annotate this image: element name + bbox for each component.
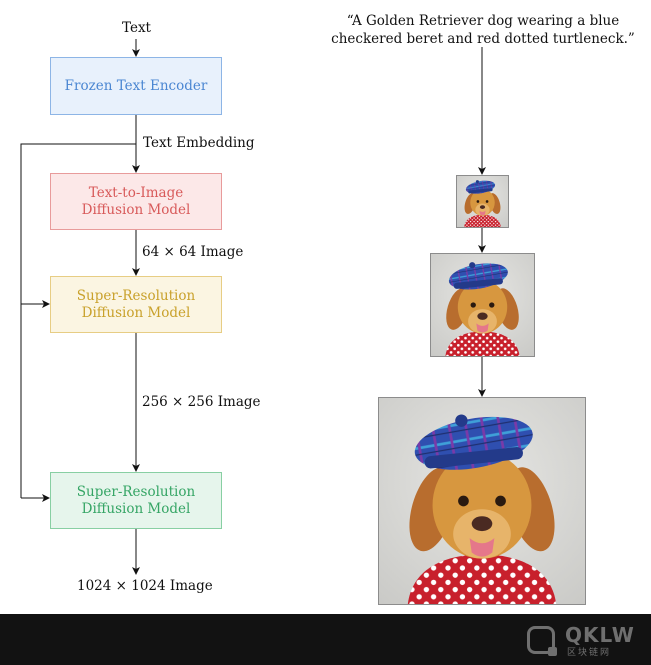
dog-illustration [379,398,585,604]
input-text-label: Text [122,20,151,36]
super-resolution-model-1-box: Super-Resolution Diffusion Model [50,276,222,333]
sr2-label-line2: Diffusion Model [81,500,191,517]
output-64-label: 64 × 64 Image [142,244,244,260]
footer-bar: QKLW 区块链网 [0,614,651,665]
connector-arrows [20,39,486,575]
dog-illustration [457,176,508,227]
text-embedding-label: Text Embedding [143,135,255,151]
embedding-branch-line [20,143,136,498]
output-1024-label: 1024 × 1024 Image [77,578,213,594]
example-prompt: “A Golden Retriever dog wearing a blue c… [330,12,636,48]
sr1-label-line2: Diffusion Model [81,304,191,321]
dog-image-64 [456,175,509,228]
watermark-subtitle: 区块链网 [567,648,612,658]
frozen-text-encoder-box: Frozen Text Encoder [50,57,222,115]
text-to-image-model-box: Text-to-Image Diffusion Model [50,173,222,230]
watermark-brand: QKLW [565,623,635,647]
dog-image-256 [430,253,535,357]
sr2-label-line1: Super-Resolution [76,483,196,500]
diagram-canvas: Text Frozen Text Encoder Text Embedding … [20,12,636,605]
dog-image-1024 [378,397,586,605]
watermark: QKLW 区块链网 [527,623,639,658]
watermark-logo-icon [527,626,557,656]
prompt-line2: checkered beret and red dotted turtlenec… [331,31,635,47]
t2i-label-line1: Text-to-Image [88,184,184,201]
sr1-label-line1: Super-Resolution [76,287,196,304]
encoder-label: Frozen Text Encoder [64,77,208,94]
super-resolution-model-2-box: Super-Resolution Diffusion Model [50,472,222,529]
prompt-line1: “A Golden Retriever dog wearing a blue [346,13,620,29]
output-256-label: 256 × 256 Image [142,394,261,410]
dog-illustration [431,254,534,356]
t2i-label-line2: Diffusion Model [81,201,191,218]
